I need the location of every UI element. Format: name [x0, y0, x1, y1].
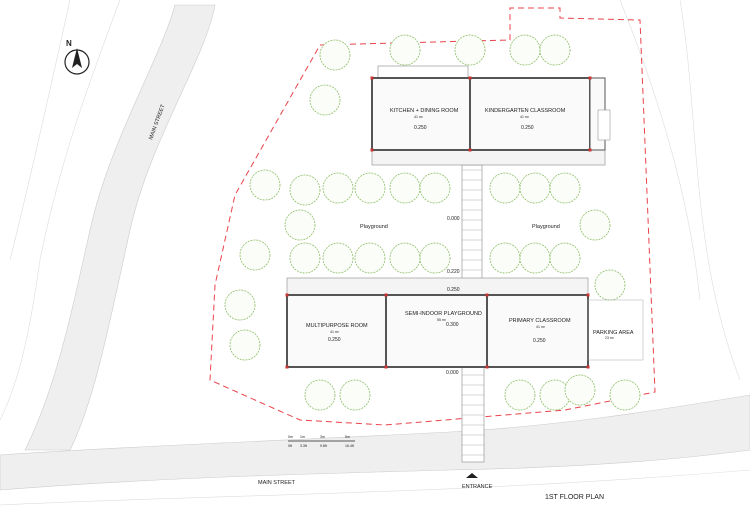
tree-icon — [249, 169, 281, 201]
bottom-street-label: MAIN STREET — [258, 480, 296, 486]
tree-icon — [454, 34, 486, 66]
scale-tick: 0ft — [288, 444, 292, 448]
column — [370, 148, 374, 152]
tree-icon — [229, 329, 261, 361]
tree-icon — [519, 172, 551, 204]
column — [586, 365, 590, 369]
walkway — [461, 164, 485, 463]
playground-label: Playground — [360, 224, 388, 230]
column — [485, 365, 489, 369]
column — [384, 365, 388, 369]
scale-tick: 16.4ft — [345, 444, 354, 448]
room-area: 41 m² — [520, 115, 530, 119]
tree-icon — [354, 172, 386, 204]
column — [285, 365, 289, 369]
tree-icon — [354, 242, 386, 274]
level-porch: 0.250 — [447, 287, 460, 293]
tree-icon — [489, 172, 521, 204]
column — [285, 293, 289, 297]
room-level: 0.300 — [446, 322, 459, 328]
tree-icon — [489, 242, 521, 274]
scale-tick: 0m — [288, 435, 293, 439]
room-name: PRIMARY CLASSROOM — [509, 318, 571, 324]
north-label: N — [66, 39, 72, 48]
scale-tick: 3m — [320, 435, 325, 439]
column — [485, 293, 489, 297]
tree-icon — [304, 379, 336, 411]
room-area: 41 m² — [330, 330, 340, 334]
tree-icon — [419, 242, 451, 274]
plan-title: 1ST FLOOR PLAN — [545, 494, 604, 501]
room-name: SEMI-INDOOR PLAYGROUND — [405, 311, 482, 317]
tree-icon — [389, 172, 421, 204]
level-playground: 0.000 — [447, 216, 460, 222]
left-street — [24, 4, 216, 451]
entrance-label: ENTRANCE — [462, 484, 493, 490]
tree-icon — [339, 379, 371, 411]
room-level: 0.250 — [521, 125, 534, 131]
room-area: 41 m² — [536, 325, 546, 329]
column — [384, 293, 388, 297]
tree-icon — [289, 242, 321, 274]
room-level: 0.250 — [533, 338, 546, 344]
room-area: 55 m² — [437, 318, 447, 322]
room-name: MULTIPURPOSE ROOM — [306, 323, 368, 329]
contour-lines — [0, 0, 750, 506]
room-name: KITCHEN + DINING ROOM — [390, 108, 459, 114]
tree-icon — [609, 379, 641, 411]
tree-icon — [519, 242, 551, 274]
tree-icon — [319, 39, 351, 71]
scale-tick: 3.3ft — [300, 444, 307, 448]
column — [588, 76, 592, 80]
column — [586, 293, 590, 297]
site-boundary — [209, 7, 656, 426]
tree-icon — [239, 239, 271, 271]
column — [370, 76, 374, 80]
room-level: 0.250 — [328, 337, 341, 343]
tree-icon — [504, 379, 536, 411]
tree-icon — [594, 269, 626, 301]
level-terrace: 0.220 — [447, 269, 460, 275]
scale-tick: 1m — [300, 435, 305, 439]
level-entry: 0.000 — [446, 370, 459, 376]
column — [468, 76, 472, 80]
scale-bar: 0m 1m 3m 5m 0ft 3.3ft 9.8ft 16.4ft — [288, 435, 355, 448]
tree-icon — [389, 34, 421, 66]
room-area: 41 m² — [414, 115, 424, 119]
column — [468, 148, 472, 152]
top-building — [371, 65, 611, 166]
column — [588, 148, 592, 152]
tree-icon — [539, 379, 571, 411]
room-name: KINDERGARTEN CLASSROOM — [485, 108, 566, 114]
bottom-street — [0, 394, 750, 491]
tree-icon — [389, 242, 421, 274]
playground-label: Playground — [532, 224, 560, 230]
bottom-building — [286, 277, 644, 368]
tree-icon — [284, 209, 316, 241]
room-area: 23 m² — [605, 336, 615, 340]
tree-icon — [564, 374, 596, 406]
tree-icon — [549, 172, 581, 204]
tree-icon — [579, 209, 611, 241]
north-arrow-icon: N — [64, 39, 90, 75]
tree-icon — [322, 172, 354, 204]
tree-icon — [322, 242, 354, 274]
scale-tick: 9.8ft — [320, 444, 327, 448]
tree-icon — [549, 242, 581, 274]
tree-icon — [509, 34, 541, 66]
tree-icon — [419, 172, 451, 204]
tree-icon — [539, 34, 571, 66]
tree-icon — [309, 84, 341, 116]
trees — [224, 34, 641, 411]
room-name: PARKING AREA — [593, 330, 634, 336]
tree-icon — [289, 174, 321, 206]
tree-icon — [224, 289, 256, 321]
entrance-arrow-icon — [466, 473, 478, 478]
room-level: 0.250 — [414, 125, 427, 131]
scale-tick: 5m — [345, 435, 350, 439]
